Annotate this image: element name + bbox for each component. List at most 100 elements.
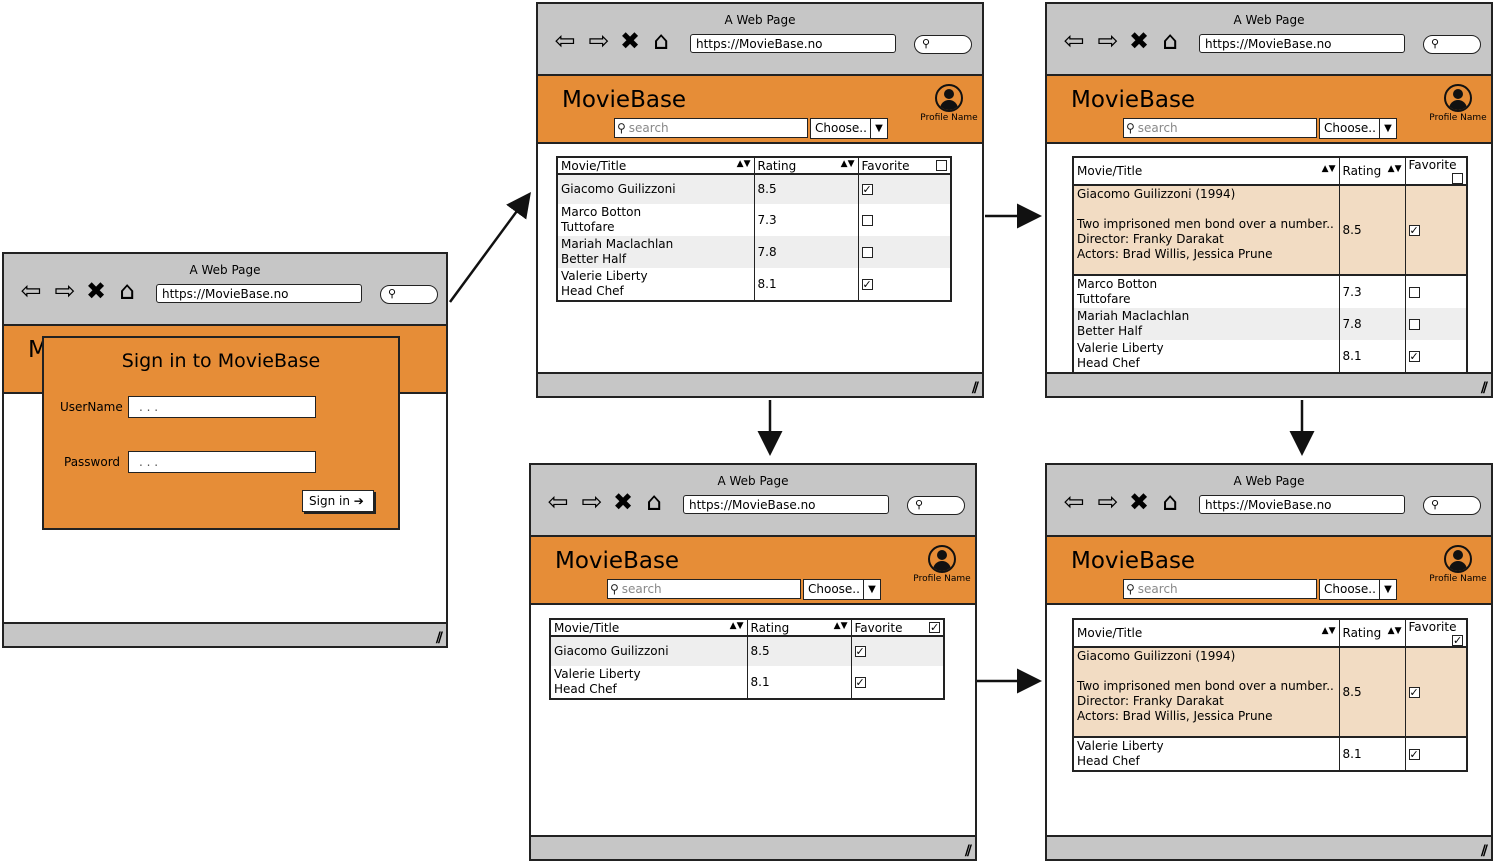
sort-icon[interactable]: ▲▼ — [1321, 164, 1336, 174]
search-input[interactable]: ⚲search — [607, 579, 801, 599]
search-icon: ⚲ — [922, 37, 931, 50]
column-header-title[interactable]: Movie/Title▲▼ — [1074, 158, 1340, 186]
back-arrow-icon[interactable]: ⇦ — [547, 487, 569, 516]
sort-icon[interactable]: ▲▼ — [1387, 626, 1402, 636]
sort-icon[interactable]: ▲▼ — [729, 620, 744, 631]
home-icon[interactable]: ⌂ — [646, 487, 662, 516]
browser-search-button[interactable]: ⚲ — [1423, 35, 1481, 54]
browser-search-button[interactable]: ⚲ — [914, 35, 972, 54]
column-header-title[interactable]: Movie/Title▲▼ — [1074, 620, 1340, 648]
category-select[interactable]: Choose..▼ — [1319, 118, 1397, 139]
resize-grip-icon[interactable]: // — [1480, 843, 1488, 859]
back-arrow-icon[interactable]: ⇦ — [1063, 487, 1085, 516]
sort-icon[interactable]: ▲▼ — [1387, 164, 1402, 174]
stop-x-icon[interactable]: ✖ — [1128, 27, 1150, 55]
stop-x-icon[interactable]: ✖ — [612, 488, 634, 516]
profile[interactable]: Profile Name — [918, 84, 980, 123]
movie-subtitle: Tuttofare — [1077, 292, 1131, 306]
forward-arrow-icon[interactable]: ⇨ — [54, 276, 76, 305]
search-icon: ⚲ — [610, 582, 619, 596]
favorite-checkbox[interactable] — [861, 214, 873, 226]
select-all-checkbox[interactable] — [1452, 173, 1463, 183]
select-all-checkbox[interactable] — [936, 159, 947, 171]
expanded-row[interactable]: Giacomo Guilizzoni (1994)Two imprisoned … — [1074, 185, 1466, 275]
expanded-row[interactable]: Giacomo Guilizzoni (1994)Two imprisoned … — [1074, 647, 1466, 737]
stop-x-icon[interactable]: ✖ — [1128, 488, 1150, 516]
forward-arrow-icon[interactable]: ⇨ — [581, 487, 603, 516]
select-all-checkbox[interactable]: ✓ — [929, 620, 940, 634]
search-input[interactable]: ⚲search — [1123, 118, 1317, 138]
forward-arrow-icon[interactable]: ⇨ — [1097, 26, 1119, 55]
stop-x-icon[interactable]: ✖ — [85, 277, 107, 305]
movie-title: Mariah Maclachlan — [1077, 309, 1190, 323]
browser-search-button[interactable]: ⚲ — [380, 285, 438, 304]
browser-search-button[interactable]: ⚲ — [907, 496, 965, 515]
profile[interactable]: Profile Name — [911, 545, 973, 584]
profile[interactable]: Profile Name — [1427, 545, 1489, 584]
url-bar[interactable]: https://MovieBase.no — [690, 34, 896, 53]
back-arrow-icon[interactable]: ⇦ — [20, 276, 42, 305]
signin-button[interactable]: Sign in ➔ — [302, 490, 374, 512]
resize-grip-icon[interactable]: // — [1480, 380, 1488, 396]
back-arrow-icon[interactable]: ⇦ — [1063, 26, 1085, 55]
favorite-checkbox[interactable] — [1408, 286, 1420, 298]
search-input[interactable]: ⚲search — [614, 118, 808, 138]
stop-x-icon[interactable]: ✖ — [619, 27, 641, 55]
column-header-rating[interactable]: Rating▲▼ — [1339, 620, 1406, 648]
profile[interactable]: Profile Name — [1427, 84, 1489, 123]
search-icon: ⚲ — [915, 498, 924, 511]
forward-arrow-icon[interactable]: ⇨ — [1097, 487, 1119, 516]
column-header-title[interactable]: Movie/Title▲▼ — [558, 158, 755, 175]
favorite-checkbox[interactable]: ✓ — [1408, 223, 1420, 237]
favorite-checkbox[interactable]: ✓ — [861, 277, 873, 291]
favorite-checkbox[interactable] — [1408, 318, 1420, 330]
search-placeholder: search — [621, 582, 662, 596]
resize-grip-icon[interactable]: // — [971, 380, 979, 396]
favorite-checkbox[interactable]: ✓ — [854, 675, 866, 689]
home-icon[interactable]: ⌂ — [119, 276, 135, 305]
sort-icon[interactable]: ▲▼ — [736, 158, 751, 169]
home-icon[interactable]: ⌂ — [1162, 487, 1178, 516]
favorite-checkbox[interactable] — [861, 246, 873, 258]
home-icon[interactable]: ⌂ — [1162, 26, 1178, 55]
back-arrow-icon[interactable]: ⇦ — [554, 26, 576, 55]
resize-grip-icon[interactable]: // — [435, 630, 443, 646]
browser-search-button[interactable]: ⚲ — [1423, 496, 1481, 515]
category-select[interactable]: Choose..▼ — [810, 118, 888, 139]
sort-icon[interactable]: ▲▼ — [1321, 626, 1336, 636]
password-field[interactable]: . . . — [128, 451, 316, 473]
column-header-rating[interactable]: Rating▲▼ — [754, 158, 859, 175]
favorite-checkbox[interactable]: ✓ — [1408, 747, 1420, 761]
url-bar[interactable]: https://MovieBase.no — [683, 495, 889, 514]
home-icon[interactable]: ⌂ — [653, 26, 669, 55]
column-header-rating[interactable]: Rating▲▼ — [747, 620, 852, 637]
select-all-checkbox[interactable]: ✓ — [1452, 634, 1463, 647]
sort-icon[interactable]: ▲▼ — [840, 158, 855, 169]
username-field[interactable]: . . . — [128, 396, 316, 418]
search-input[interactable]: ⚲search — [1123, 579, 1317, 599]
favorite-checkbox[interactable]: ✓ — [861, 183, 873, 196]
resize-grip-icon[interactable]: // — [964, 843, 972, 859]
forward-arrow-icon[interactable]: ⇨ — [588, 26, 610, 55]
url-bar[interactable]: https://MovieBase.no — [1199, 34, 1405, 53]
url-bar[interactable]: https://MovieBase.no — [1199, 495, 1405, 514]
favorite-checkbox[interactable]: ✓ — [854, 645, 866, 658]
category-select[interactable]: Choose..▼ — [1319, 579, 1397, 600]
sort-icon[interactable]: ▲▼ — [833, 620, 848, 631]
favorite-checkbox[interactable]: ✓ — [1408, 349, 1420, 363]
column-header-title[interactable]: Movie/Title▲▼ — [551, 620, 748, 637]
url-bar[interactable]: https://MovieBase.no — [156, 284, 362, 303]
category-select[interactable]: Choose..▼ — [803, 579, 881, 600]
favorite-checkbox[interactable]: ✓ — [1408, 685, 1420, 699]
column-header-rating[interactable]: Rating▲▼ — [1339, 158, 1406, 186]
